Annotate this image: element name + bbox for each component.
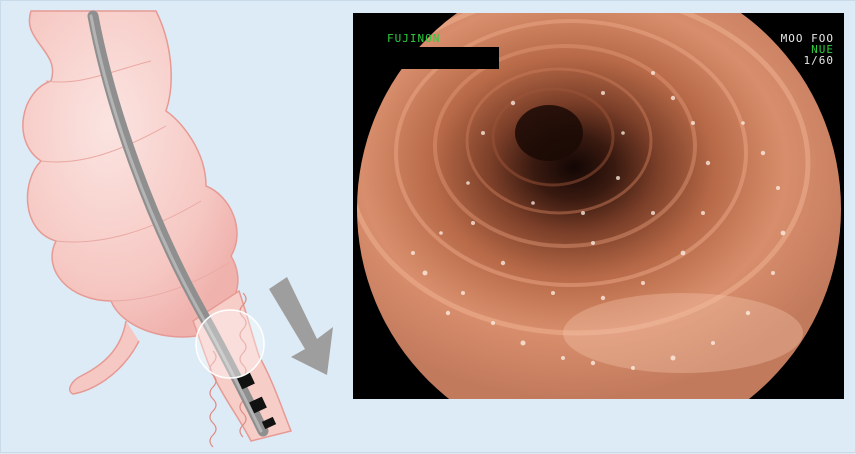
appendix-tail <box>70 321 139 394</box>
endoscope-shutter-label: 1/60 <box>781 55 834 66</box>
endoscopic-view <box>353 13 844 399</box>
endoscope-brand-label: FUJINON <box>387 33 440 44</box>
endoscopic-image: FUJINON MOO FOO NUE 1/60 <box>353 13 844 399</box>
colon-body <box>23 11 238 337</box>
endoscope-settings-readout: MOO FOO NUE 1/60 <box>781 33 834 66</box>
arrow-down-right-icon <box>269 277 333 375</box>
redaction-box <box>383 47 499 69</box>
focus-circle <box>196 310 264 378</box>
colon-illustration <box>1 1 351 454</box>
